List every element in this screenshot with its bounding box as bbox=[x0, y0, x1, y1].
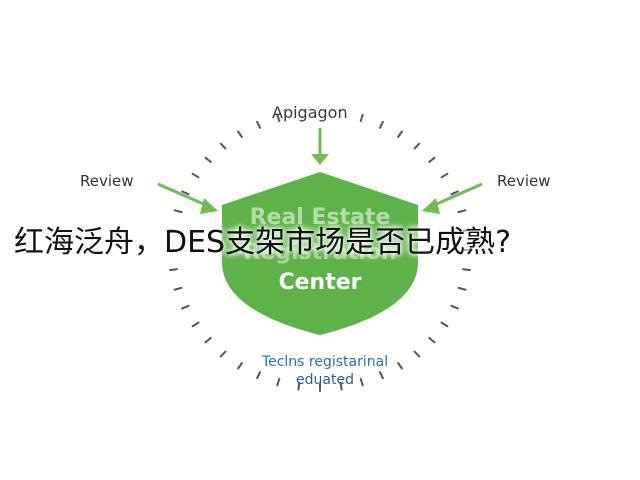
ring-dash bbox=[359, 377, 364, 387]
ring-dash bbox=[428, 156, 436, 163]
ring-dash bbox=[237, 130, 243, 138]
bottom-caption-line-2: eduated bbox=[296, 372, 354, 388]
ring-dash bbox=[462, 268, 471, 272]
ring-dash bbox=[297, 382, 301, 391]
arrow-left bbox=[157, 182, 218, 214]
ring-dash bbox=[339, 382, 343, 391]
top-label: Apigagon bbox=[272, 103, 348, 122]
ring-dash bbox=[181, 304, 190, 310]
ring-dash bbox=[169, 268, 178, 272]
ring-dash bbox=[397, 130, 403, 138]
ring-dash bbox=[457, 209, 467, 214]
ring-dash bbox=[173, 209, 183, 214]
shield-shape bbox=[222, 172, 418, 335]
headline-overlay: 红海泛舟，DES支架市场是否已成熟? bbox=[14, 225, 512, 260]
ring-dash bbox=[219, 142, 227, 150]
ring-dash bbox=[191, 321, 200, 328]
ring-dash bbox=[450, 190, 459, 196]
ring-dash bbox=[428, 337, 436, 344]
arrow-top bbox=[311, 128, 329, 165]
ring-dash bbox=[169, 228, 178, 232]
ring-dash bbox=[204, 156, 212, 163]
ring-dash bbox=[440, 172, 449, 179]
ring-dash bbox=[457, 286, 467, 291]
ring-dash bbox=[413, 350, 421, 358]
shield-text-line-1: Real Estate bbox=[249, 205, 391, 230]
ring-dash bbox=[237, 362, 243, 370]
left-label: Review bbox=[80, 172, 134, 190]
ring-dash bbox=[204, 337, 212, 344]
ring-dash bbox=[379, 120, 384, 129]
ring-dash bbox=[276, 377, 281, 387]
ring-dash bbox=[256, 120, 261, 129]
dashed-ring bbox=[167, 113, 473, 392]
ring-dash bbox=[397, 362, 403, 370]
shield-text-line-3: Center bbox=[278, 270, 362, 295]
ring-dash bbox=[181, 190, 190, 196]
shield-text-line-2: Registration bbox=[243, 240, 397, 265]
ring-dash bbox=[191, 172, 200, 179]
ring-dash bbox=[219, 350, 227, 358]
ring-dash bbox=[359, 113, 364, 123]
ring-dash bbox=[276, 113, 281, 123]
ring-dash bbox=[413, 142, 421, 150]
ring-dash bbox=[462, 228, 471, 232]
ring-dash bbox=[256, 371, 261, 380]
ring-dash bbox=[379, 371, 384, 380]
right-label: Review bbox=[497, 172, 551, 190]
ring-dash bbox=[440, 321, 449, 328]
ring-dash bbox=[173, 286, 183, 291]
bottom-caption-line-1: Teclns registarinal bbox=[261, 354, 389, 370]
arrow-right bbox=[422, 182, 483, 214]
ring-dash bbox=[450, 304, 459, 310]
